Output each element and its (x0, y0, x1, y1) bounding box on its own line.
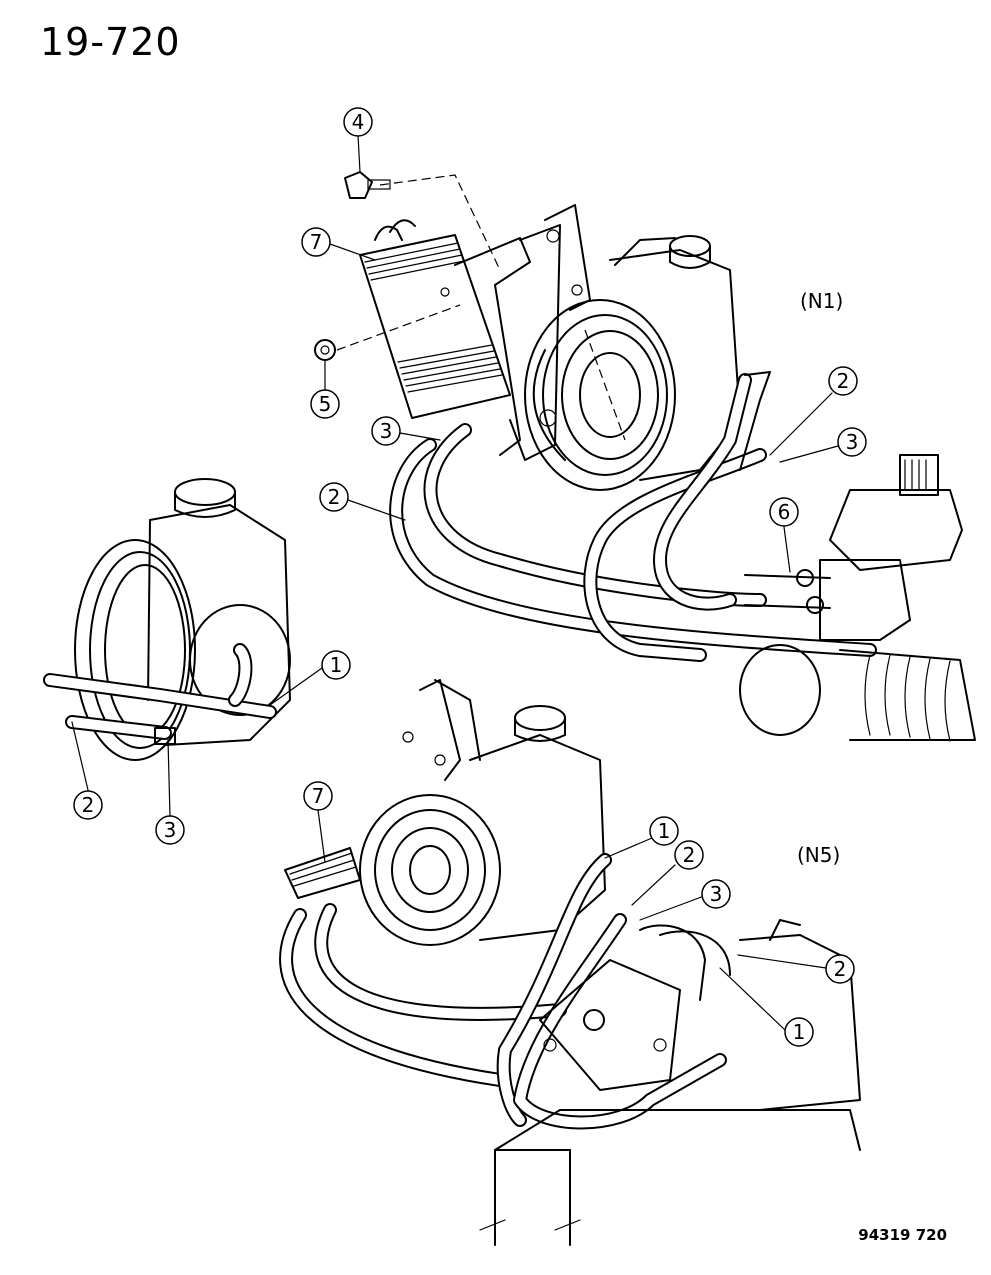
callout-7-bottom: 7 (303, 781, 333, 811)
bolt-4 (344, 171, 391, 199)
oil-cooler-top (359, 219, 511, 419)
callout-label: 1 (793, 1020, 806, 1044)
callout-2-left: 2 (73, 790, 103, 820)
callout-label: 7 (310, 230, 323, 254)
callout-label: 2 (837, 369, 850, 393)
callout-3-top: 3 (371, 416, 401, 446)
variant-label-n5: (N5) (797, 843, 840, 867)
callout-2-bottom-top: 2 (674, 840, 704, 870)
hoses-top (389, 371, 877, 662)
callout-6: 6 (769, 497, 799, 527)
callout-7-top: 7 (301, 227, 331, 257)
callout-3-bottom: 3 (701, 879, 731, 909)
callout-label: 3 (710, 882, 723, 906)
callout-label: 1 (330, 653, 343, 677)
steering-gear-top (739, 454, 976, 742)
callout-3-left: 3 (155, 815, 185, 845)
callout-2-bottom-right: 2 (825, 954, 855, 984)
n1-assembly (314, 171, 976, 742)
callout-4-top: 4 (343, 107, 373, 137)
callout-label: 3 (380, 419, 393, 443)
callout-label: 2 (328, 485, 341, 509)
callout-3-top-right: 3 (837, 427, 867, 457)
page-title: 19-720 (40, 20, 181, 64)
callout-label: 2 (834, 957, 847, 981)
n5-assembly (279, 679, 861, 1246)
callout-5: 5 (310, 389, 340, 419)
callout-label: 3 (846, 430, 859, 454)
callout-1-left: 1 (321, 650, 351, 680)
nut-5 (314, 339, 336, 361)
callout-label: 3 (164, 818, 177, 842)
callout-label: 6 (778, 500, 791, 524)
callout-label: 7 (312, 784, 325, 808)
callout-label: 4 (352, 110, 365, 134)
callout-2-top-left: 2 (319, 482, 349, 512)
variant-label-n1: (N1) (800, 289, 843, 313)
callout-2-top-right: 2 (828, 366, 858, 396)
callout-label: 1 (658, 819, 671, 843)
callout-1-bottom-right: 1 (784, 1017, 814, 1047)
callout-label: 5 (319, 392, 332, 416)
left-detail (43, 478, 291, 761)
pump-top (524, 235, 741, 491)
callout-label: 2 (82, 793, 95, 817)
figure-code: 94319 720 (858, 1226, 947, 1244)
callout-label: 2 (683, 843, 696, 867)
callout-1-bottom-top: 1 (649, 816, 679, 846)
